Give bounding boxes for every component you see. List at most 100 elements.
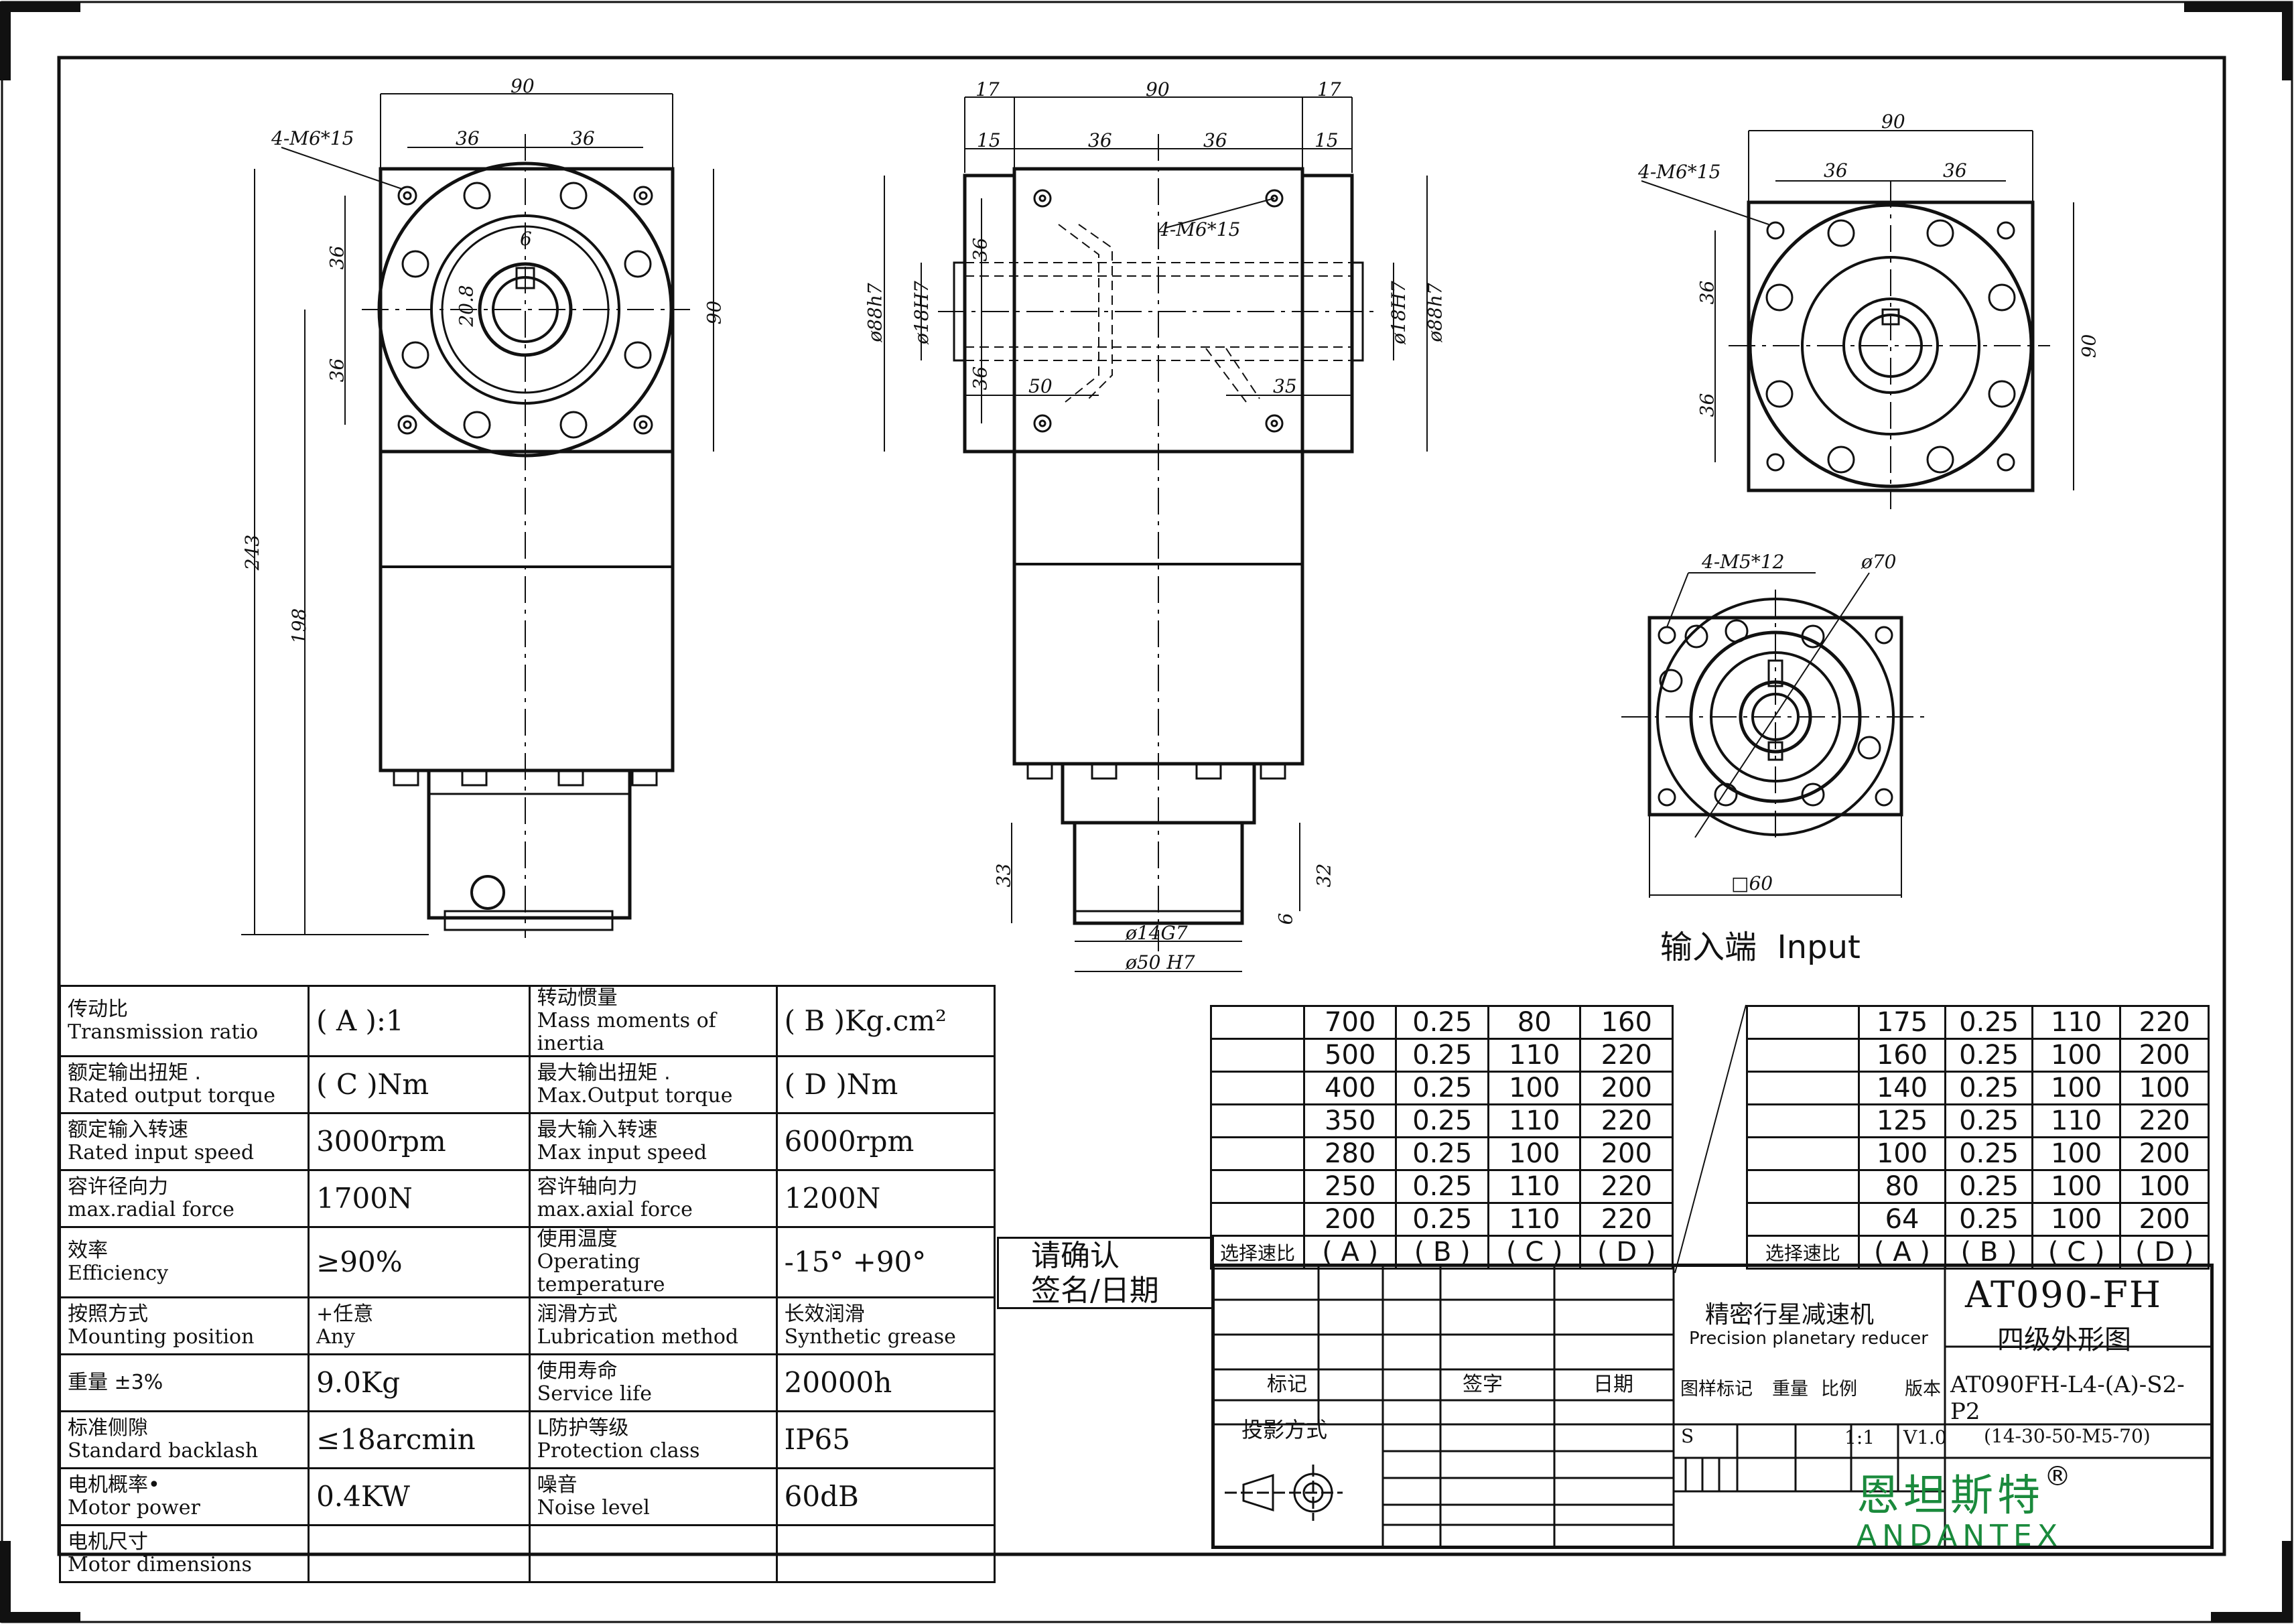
side-view bbox=[884, 96, 1428, 972]
ratio-cell: 200 bbox=[2119, 1202, 2210, 1237]
sheet-frame-inner bbox=[57, 56, 2226, 1556]
spec-label-zh: 标准侧隙 bbox=[68, 1416, 148, 1440]
dim-side-flange-r: 17 bbox=[1317, 78, 1341, 100]
dim-right-v-top: 36 bbox=[1696, 280, 1718, 305]
spec-value: ≤18arcmin bbox=[316, 1423, 476, 1456]
spec-label-zh: 使用温度 bbox=[537, 1227, 618, 1251]
tb-weight: 重量 bbox=[1772, 1379, 1808, 1400]
spec-value-cell: ≤18arcmin bbox=[308, 1410, 531, 1469]
spec-value: ( A ):1 bbox=[316, 1004, 404, 1037]
ratio-cell: 160 bbox=[1579, 1005, 1674, 1040]
spec-label-cell: 重量 ±3% bbox=[58, 1353, 310, 1412]
ratio-cell: 0.25 bbox=[1395, 1005, 1490, 1040]
spec-label-en: Motor dimensions bbox=[68, 1553, 252, 1576]
spec-value: ( C )Nm bbox=[316, 1068, 429, 1101]
spec-value-cell: 1700N bbox=[308, 1169, 531, 1228]
dim-side-half-l: 36 bbox=[1088, 129, 1112, 151]
spec-label-en: Service life bbox=[537, 1382, 652, 1406]
dim-input-square: □60 bbox=[1731, 872, 1773, 894]
dim-side-dia-outer-r: ø18H7 bbox=[1387, 281, 1410, 344]
dim-right-half-l: 36 bbox=[1824, 159, 1848, 182]
ratio-cell: 220 bbox=[1579, 1038, 1674, 1073]
spec-label-zh: 额定输出扭矩 . bbox=[68, 1061, 202, 1085]
spec-label-cell: 额定输出扭矩 .Rated output torque bbox=[58, 1055, 310, 1114]
ratio-cell: 0.25 bbox=[1944, 1038, 2033, 1073]
ratio-cell: 0.25 bbox=[1395, 1202, 1490, 1237]
dim-front-half-right: 36 bbox=[571, 127, 595, 149]
spec-label-en: Max input speed bbox=[537, 1141, 707, 1164]
dim-right-side: 90 bbox=[2078, 334, 2100, 358]
spec-value-cell: ( D )Nm bbox=[775, 1055, 996, 1114]
dim-side-dia-bore-l: ø18H7 bbox=[910, 281, 933, 344]
tb-s: S bbox=[1681, 1425, 1694, 1447]
ratio-cell: 110 bbox=[1487, 1038, 1582, 1073]
dim-side-off-r: 15 bbox=[1314, 129, 1339, 151]
spec-value: 0.4KW bbox=[316, 1480, 410, 1513]
ratio-cell: 140 bbox=[1857, 1071, 1947, 1105]
spec-label-cell: 电机概率•Motor power bbox=[58, 1467, 310, 1526]
spec-value: 3000rpm bbox=[316, 1125, 446, 1158]
spec-label-zh: 容许径向力 bbox=[68, 1175, 168, 1199]
tb-sign: 签字 bbox=[1463, 1373, 1503, 1396]
spec-value: 60dB bbox=[784, 1480, 859, 1513]
ratio-cell: 200 bbox=[2119, 1136, 2210, 1171]
dim-front-body-len: 198 bbox=[288, 608, 311, 645]
spec-value-cell: ( C )Nm bbox=[308, 1055, 531, 1114]
ratio-cell: 200 bbox=[1579, 1071, 1674, 1105]
ratio-empty-cell bbox=[1210, 1038, 1305, 1073]
title-block-grid bbox=[1211, 1264, 2214, 1549]
front-view bbox=[241, 93, 714, 938]
spec-value-cell: ≥90% bbox=[308, 1226, 531, 1298]
dim-front-holes: 4-M6*15 bbox=[271, 127, 354, 149]
spec-value-cell: 3000rpm bbox=[308, 1112, 531, 1171]
dim-front-width: 90 bbox=[511, 75, 535, 97]
dim-side-len-r: 35 bbox=[1273, 375, 1297, 397]
ratio-cell: 100 bbox=[1487, 1136, 1582, 1171]
ratio-cell: 100 bbox=[2031, 1169, 2122, 1204]
spec-label-zh: 传动比 bbox=[68, 998, 128, 1021]
dim-input-pcd: ø70 bbox=[1861, 551, 1897, 573]
spec-value: 9.0Kg bbox=[316, 1366, 401, 1399]
spec-label-en: max.radial force bbox=[68, 1198, 234, 1221]
spec-label-zh: 转动惯量 bbox=[537, 986, 618, 1010]
ratio-cell: 100 bbox=[1487, 1071, 1582, 1105]
ratio-empty-cell bbox=[1210, 1169, 1305, 1204]
dim-right-half-r: 36 bbox=[1943, 159, 1967, 182]
spec-label-zh: 容许轴向力 bbox=[537, 1175, 638, 1199]
spec-value-cell: -15° +90° bbox=[775, 1226, 996, 1298]
brand-reg: ® bbox=[2044, 1461, 2071, 1492]
spec-label-en: Protection class bbox=[537, 1439, 700, 1463]
ratio-empty-cell bbox=[1210, 1071, 1305, 1105]
spec-label-zh: 额定输入转速 bbox=[68, 1118, 188, 1142]
ratio-cell: 0.25 bbox=[1944, 1169, 2033, 1204]
tb-product-en: Precision planetary reducer bbox=[1689, 1329, 1928, 1349]
ratio-cell: 200 bbox=[2119, 1038, 2210, 1073]
ratio-cell: 200 bbox=[1302, 1202, 1398, 1237]
ratio-cell: 100 bbox=[2119, 1071, 2210, 1105]
spec-value: -15° +90° bbox=[784, 1245, 927, 1278]
input-view-label: 输入端 Input bbox=[1660, 929, 1861, 966]
ratio-cell: 110 bbox=[1487, 1103, 1582, 1138]
title-block: 标记 签字 日期 投影方式 精密行星减速机 Precision planetar… bbox=[1211, 1264, 2214, 1553]
